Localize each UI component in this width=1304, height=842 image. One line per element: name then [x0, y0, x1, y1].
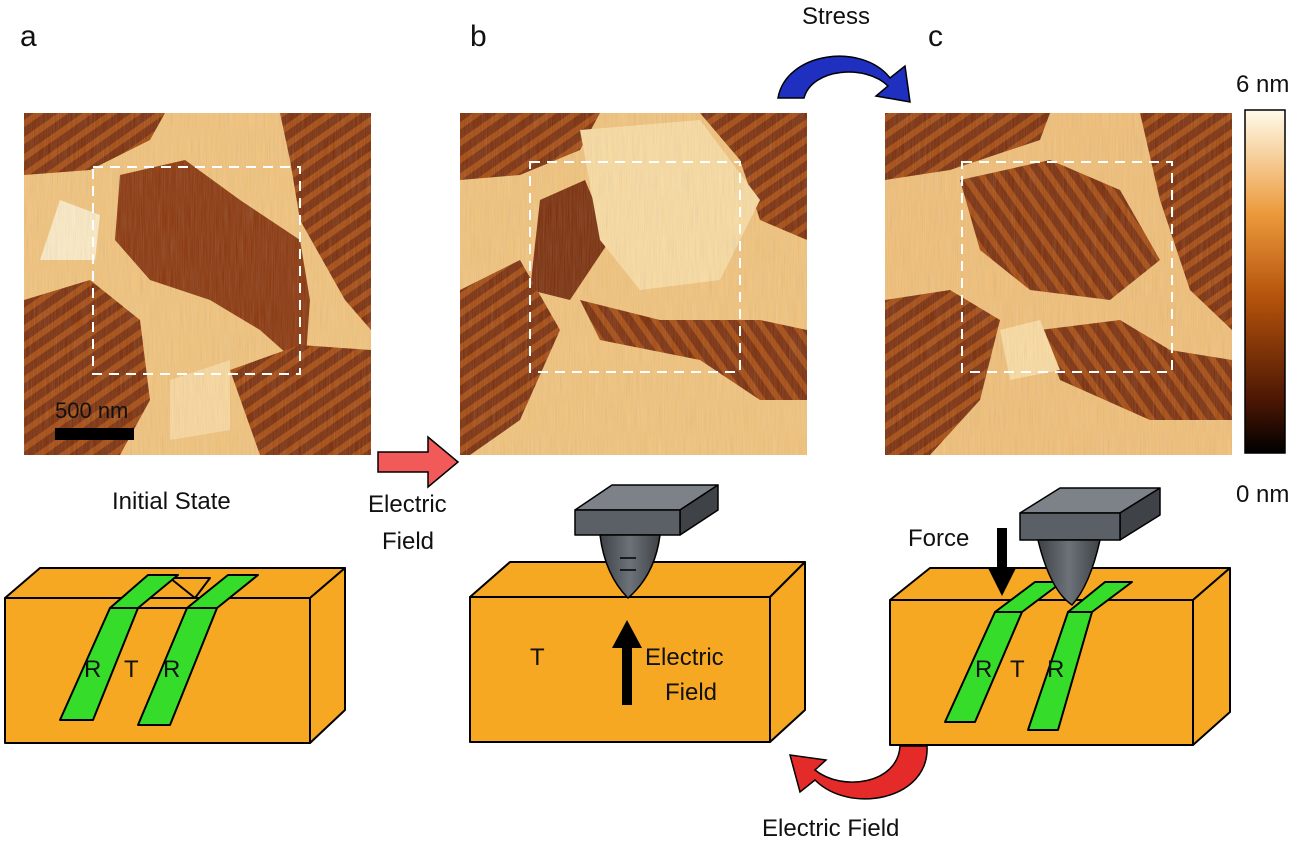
electric-field-ab-label-line1: Electric — [368, 491, 447, 518]
afm-image-b — [460, 113, 807, 455]
afm-tip-b — [574, 484, 719, 599]
afm-image-c — [885, 113, 1232, 455]
panel-b-field-label-line2: Field — [665, 679, 717, 706]
stress-arrow — [777, 55, 911, 103]
scale-bar-label: 500 nm — [55, 398, 128, 423]
domain-label-c-1: R — [975, 656, 992, 683]
crystal-block-a — [4, 567, 346, 744]
domain-label-b-1: T — [530, 644, 545, 671]
afm-tip-c — [1019, 487, 1161, 606]
initial-state-caption: Initial State — [112, 488, 231, 515]
stress-label: Stress — [802, 3, 870, 30]
domain-label-c-2: T — [1010, 656, 1025, 683]
panel-letter-a: a — [20, 20, 37, 53]
domain-label-a-1: R — [84, 656, 101, 683]
electric-field-return-arrow — [788, 745, 928, 800]
roi-box-b — [529, 161, 741, 373]
force-arrow — [988, 528, 1016, 596]
domain-label-a-3: R — [163, 656, 180, 683]
domain-label-c-3: R — [1047, 656, 1064, 683]
afm-image-a — [24, 113, 371, 455]
panel-b-field-label-line1: Electric — [645, 644, 724, 671]
electric-field-arrow-ab — [377, 435, 460, 489]
panel-letter-b: b — [470, 20, 487, 53]
electric-field-bottom-label: Electric Field — [762, 815, 899, 842]
colorbar-max-label: 6 nm — [1236, 71, 1289, 98]
force-label: Force — [908, 525, 969, 552]
panel-letter-c: c — [928, 20, 943, 53]
colorbar — [1244, 109, 1286, 454]
domain-label-a-2: T — [124, 656, 139, 683]
roi-box-a — [92, 166, 301, 375]
colorbar-min-label: 0 nm — [1236, 481, 1289, 508]
electric-field-up-arrow — [612, 620, 642, 705]
scale-bar — [55, 428, 134, 440]
electric-field-ab-label-line2: Field — [382, 528, 434, 555]
roi-box-c — [961, 161, 1173, 373]
